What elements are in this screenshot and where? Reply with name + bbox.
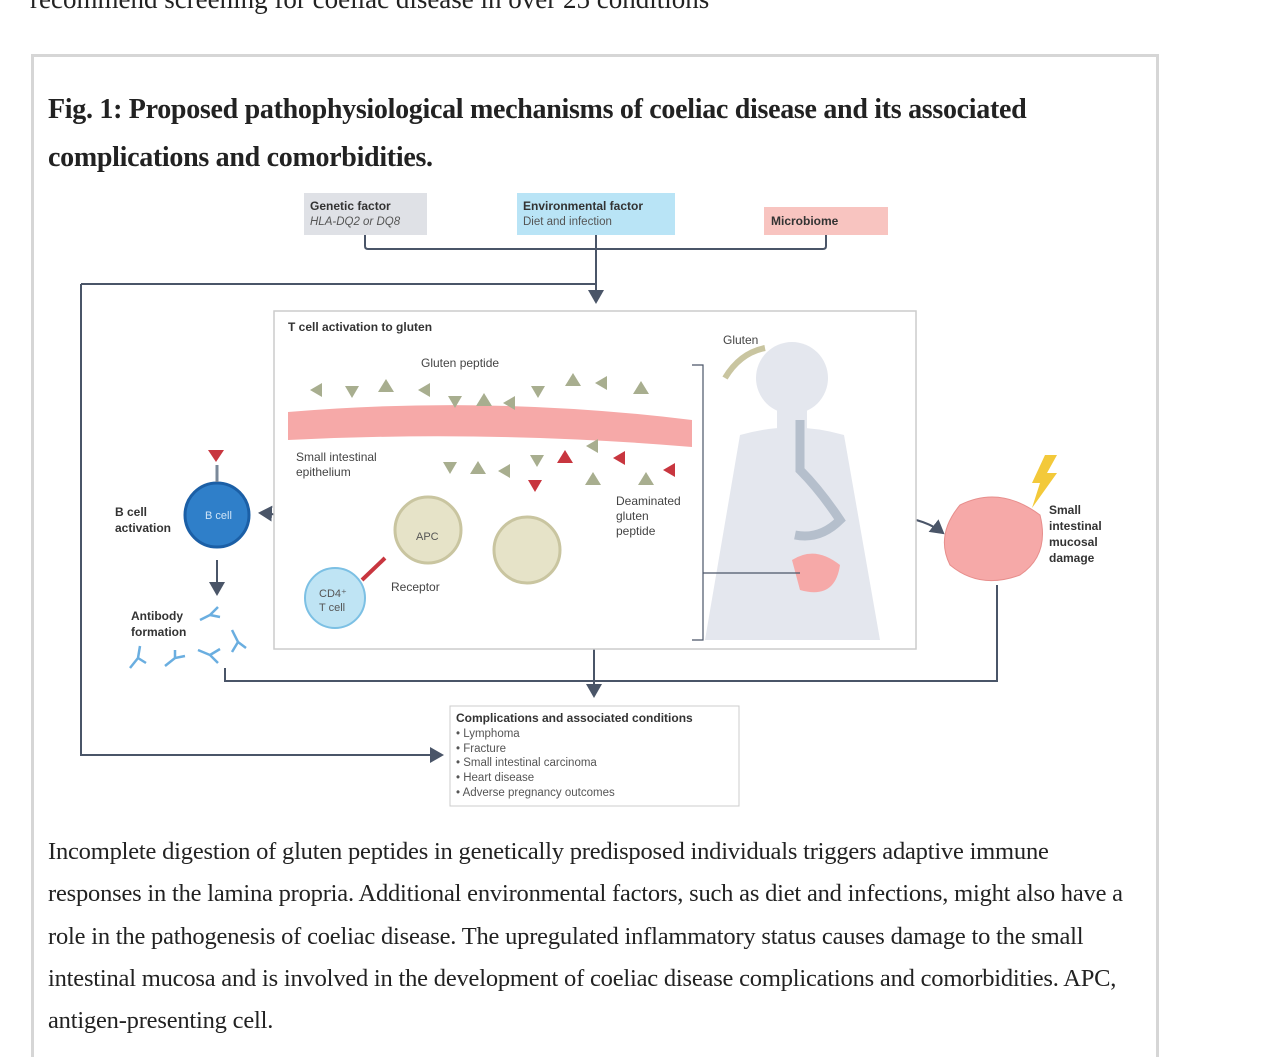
deaminated-peptides xyxy=(208,450,675,492)
damage-label-4: damage xyxy=(1049,551,1095,565)
antibody-label-2: formation xyxy=(131,625,186,639)
complication-item: • Small intestinal carcinoma xyxy=(456,757,597,769)
complication-item: • Fracture xyxy=(456,743,506,755)
epithelium-label: Small intestinal xyxy=(296,450,377,464)
cd4-t-cell xyxy=(304,567,366,629)
damage-label-3: mucosal xyxy=(1049,535,1098,549)
complication-item: • Lymphoma xyxy=(456,728,520,740)
apc-label: APC xyxy=(416,531,439,543)
b-cell xyxy=(183,481,251,549)
b-cell-activation-label: B cell xyxy=(115,505,147,519)
b-cell-label: B cell xyxy=(205,510,232,522)
epithelium xyxy=(288,405,692,447)
complication-item: • Adverse pregnancy outcomes xyxy=(456,787,615,799)
complications-box xyxy=(449,705,740,807)
antibodies xyxy=(129,606,247,669)
receptor xyxy=(360,556,387,582)
deaminated-label-3: peptide xyxy=(616,524,656,538)
cd4-label-2: T cell xyxy=(319,602,345,614)
complication-item: • Heart disease xyxy=(456,772,534,784)
epithelium-label-2: epithelium xyxy=(296,465,351,479)
digestive-tract xyxy=(794,420,846,541)
genetic-sub: HLA-DQ2 or DQ8 xyxy=(310,216,401,228)
deaminated-label-2: gluten xyxy=(616,509,649,523)
panel-title: T cell activation to gluten xyxy=(288,320,432,334)
human-body xyxy=(705,342,880,640)
genetic-title: Genetic factor xyxy=(310,199,391,213)
receptor-label: Receptor xyxy=(391,580,440,594)
figure-container xyxy=(31,54,1159,1057)
apc-cell xyxy=(393,495,463,565)
intro-text: recommend screening for coeliac disease … xyxy=(30,0,727,15)
small-intestine xyxy=(792,553,840,593)
apc-cell-2 xyxy=(492,515,562,585)
b-cell-activation-label-2: activation xyxy=(115,521,171,535)
damage-label: Small xyxy=(1049,503,1081,517)
gluten-peptides xyxy=(310,373,654,485)
damaged-intestine xyxy=(943,496,1043,582)
cd4-label: CD4⁺ xyxy=(319,588,347,600)
wheat-icon xyxy=(722,345,766,380)
lightning-icon xyxy=(1032,455,1057,508)
deaminated-label: Deaminated xyxy=(616,494,681,508)
microbiome-label: Microbiome xyxy=(771,214,839,228)
complications-title: Complications and associated conditions xyxy=(456,711,693,725)
figure-caption: Incomplete digestion of gluten peptides … xyxy=(48,838,1123,1035)
environmental-sub: Diet and infection xyxy=(523,216,612,228)
environmental-title: Environmental factor xyxy=(523,199,643,213)
genetic-factor-box xyxy=(304,193,427,235)
reference-link[interactable]: 4 xyxy=(716,0,727,3)
antibody-label: Antibody xyxy=(131,609,183,623)
gluten-peptide-label: Gluten peptide xyxy=(421,356,499,370)
figure-title: Fig. 1: Proposed pathophysiological mech… xyxy=(48,94,1027,173)
environmental-factor-box xyxy=(517,193,675,235)
damage-label-2: intestinal xyxy=(1049,519,1102,533)
gluten-label: Gluten xyxy=(723,333,758,347)
microbiome-box xyxy=(764,207,888,235)
